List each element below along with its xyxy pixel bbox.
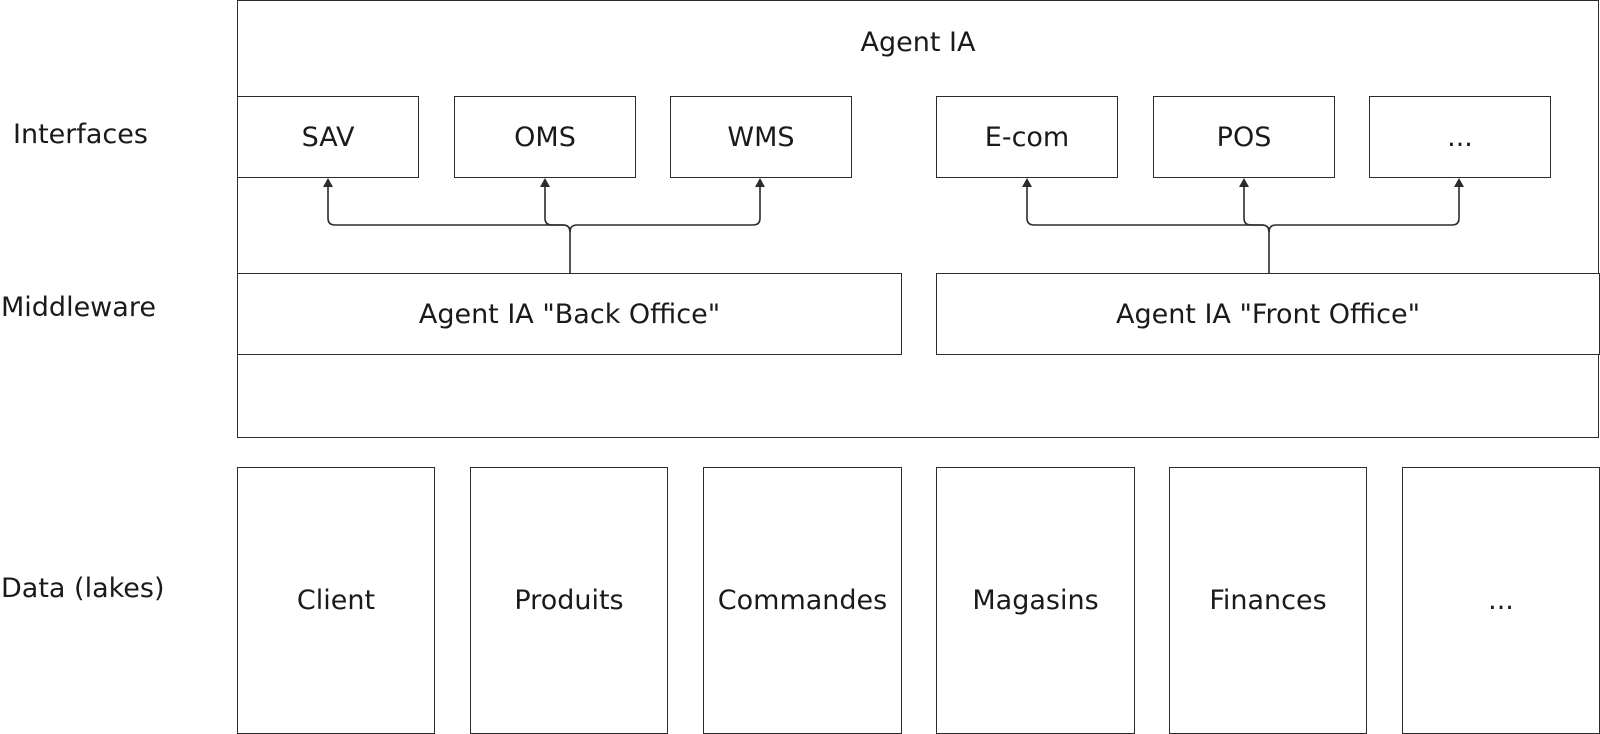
agent-ia-title: Agent IA (860, 27, 976, 58)
data-box-commandes: Commandes (703, 467, 902, 734)
interface-label-ecom: E-com (984, 121, 1070, 153)
interface-box-wms: WMS (670, 96, 852, 178)
data-label-client: Client (296, 585, 376, 616)
interface-label-sav: SAV (301, 121, 355, 153)
back-office-connector (327, 182, 761, 273)
row-label-interfaces: Interfaces (13, 119, 148, 150)
middleware-box-front-office: Agent IA "Front Office" (936, 273, 1600, 355)
data-box-finances: Finances (1169, 467, 1367, 734)
data-box-more: ... (1402, 467, 1600, 734)
interface-label-wms: WMS (727, 121, 795, 153)
data-label-magasins: Magasins (972, 585, 1099, 616)
interface-label-oms: OMS (514, 121, 576, 153)
interface-box-ecom: E-com (936, 96, 1118, 178)
data-box-magasins: Magasins (936, 467, 1135, 734)
middleware-label-back-office: Agent IA "Back Office" (418, 298, 721, 330)
data-label-produits: Produits (514, 585, 624, 616)
interface-box-oms: OMS (454, 96, 636, 178)
middleware-box-back-office: Agent IA "Back Office" (237, 273, 902, 355)
row-label-middleware: Middleware (1, 292, 156, 323)
data-label-more: ... (1488, 585, 1514, 616)
interface-label-pos: POS (1216, 121, 1272, 153)
front-office-arrowheads (1022, 178, 1464, 187)
front-office-connector (1026, 182, 1460, 273)
agent-ia-container (237, 0, 1599, 438)
data-label-finances: Finances (1209, 585, 1327, 616)
interface-box-sav: SAV (237, 96, 419, 178)
middleware-label-front-office: Agent IA "Front Office" (1115, 298, 1421, 330)
data-label-commandes: Commandes (717, 585, 888, 616)
interface-box-more: ... (1369, 96, 1551, 178)
back-office-arrowheads (323, 178, 765, 187)
row-label-data: Data (lakes) (1, 573, 165, 604)
data-box-client: Client (237, 467, 435, 734)
interface-box-pos: POS (1153, 96, 1335, 178)
interface-label-more: ... (1447, 121, 1473, 153)
data-box-produits: Produits (470, 467, 668, 734)
